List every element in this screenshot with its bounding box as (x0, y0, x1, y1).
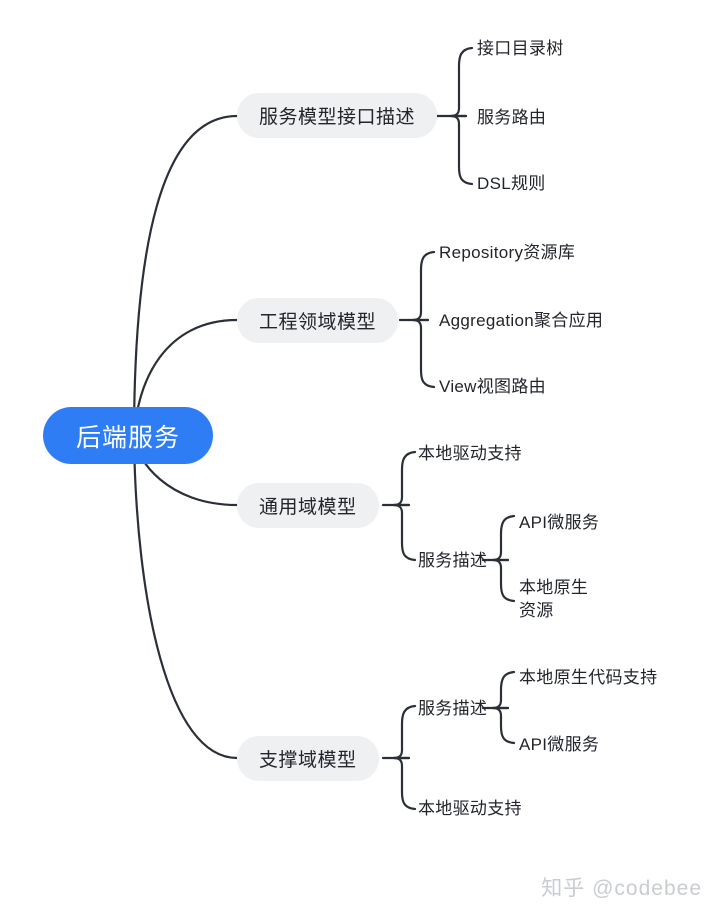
bracket-branch-1 (449, 46, 474, 186)
leaf-node-b3-1[interactable]: 本地驱动支持 (418, 442, 522, 465)
leaf-node-b1-3[interactable]: DSL规则 (477, 172, 546, 195)
leaf-node-b1-3-label: DSL规则 (477, 174, 546, 193)
leaf-node-b1-2-label: 服务路由 (477, 108, 547, 127)
leaf-node-b4-2[interactable]: 本地驱动支持 (418, 797, 522, 820)
root-node-label: 后端服务 (75, 423, 180, 452)
root-node[interactable]: 后端服务 (43, 407, 213, 464)
bracket-branch-3 (392, 450, 417, 562)
leaf-node-b4-2-label: 本地驱动支持 (418, 799, 522, 818)
sub-node-b4-1-label: 本地原生代码支持 (519, 668, 658, 687)
branch-node-3-label: 通用域模型 (259, 497, 357, 518)
branch-node-3[interactable]: 通用域模型 (237, 483, 379, 528)
sub-node-b3-2-label: 本地原生资源 (519, 578, 589, 620)
sub-node-b4-2[interactable]: API微服务 (519, 730, 599, 755)
sub-node-b4-1[interactable]: 本地原生代码支持 (519, 663, 657, 688)
bracket-b4-service-desc (491, 670, 516, 745)
bracket-b3-service-desc (491, 514, 516, 603)
leaf-node-b4-1-label: 服务描述 (418, 699, 488, 718)
sub-node-b3-1[interactable]: API微服务 (519, 508, 599, 533)
leaf-node-b2-1-label: Repository资源库 (439, 243, 576, 262)
leaf-node-b1-1[interactable]: 接口目录树 (477, 37, 564, 60)
leaf-node-b1-1-label: 接口目录树 (477, 39, 564, 58)
branch-node-1-label: 服务模型接口描述 (259, 107, 416, 128)
leaf-node-b3-2[interactable]: 服务描述 (418, 549, 487, 572)
watermark: 知乎 @codebee (541, 872, 702, 902)
leaf-node-b2-2-label: Aggregation聚合应用 (439, 311, 604, 330)
leaf-node-b3-1-label: 本地驱动支持 (418, 444, 522, 463)
leaf-node-b2-3-label: View视图路由 (439, 377, 546, 396)
leaf-node-b2-1[interactable]: Repository资源库 (439, 241, 575, 264)
branch-node-2-label: 工程领域模型 (259, 312, 377, 333)
leaf-node-b3-2-label: 服务描述 (418, 551, 488, 570)
leaf-node-b1-2[interactable]: 服务路由 (477, 106, 546, 129)
leaf-node-b2-3[interactable]: View视图路由 (439, 375, 546, 398)
leaf-node-b2-2[interactable]: Aggregation聚合应用 (439, 309, 603, 332)
bracket-branch-2 (411, 250, 436, 389)
branch-node-2[interactable]: 工程领域模型 (237, 298, 399, 343)
branch-node-4-label: 支撑域模型 (259, 750, 357, 771)
edge-root-to-branch-4 (132, 435, 239, 760)
branch-node-4[interactable]: 支撑域模型 (237, 736, 379, 781)
sub-node-b3-1-label: API微服务 (519, 513, 600, 532)
bracket-branch-4 (392, 704, 417, 811)
edge-root-to-branch-1 (132, 114, 239, 442)
sub-node-b3-2[interactable]: 本地原生资源 (519, 576, 591, 622)
sub-node-b4-2-label: API微服务 (519, 735, 600, 754)
branch-node-1[interactable]: 服务模型接口描述 (237, 93, 438, 138)
leaf-node-b4-1[interactable]: 服务描述 (418, 697, 487, 720)
watermark-label: 知乎 @codebee (541, 877, 702, 900)
